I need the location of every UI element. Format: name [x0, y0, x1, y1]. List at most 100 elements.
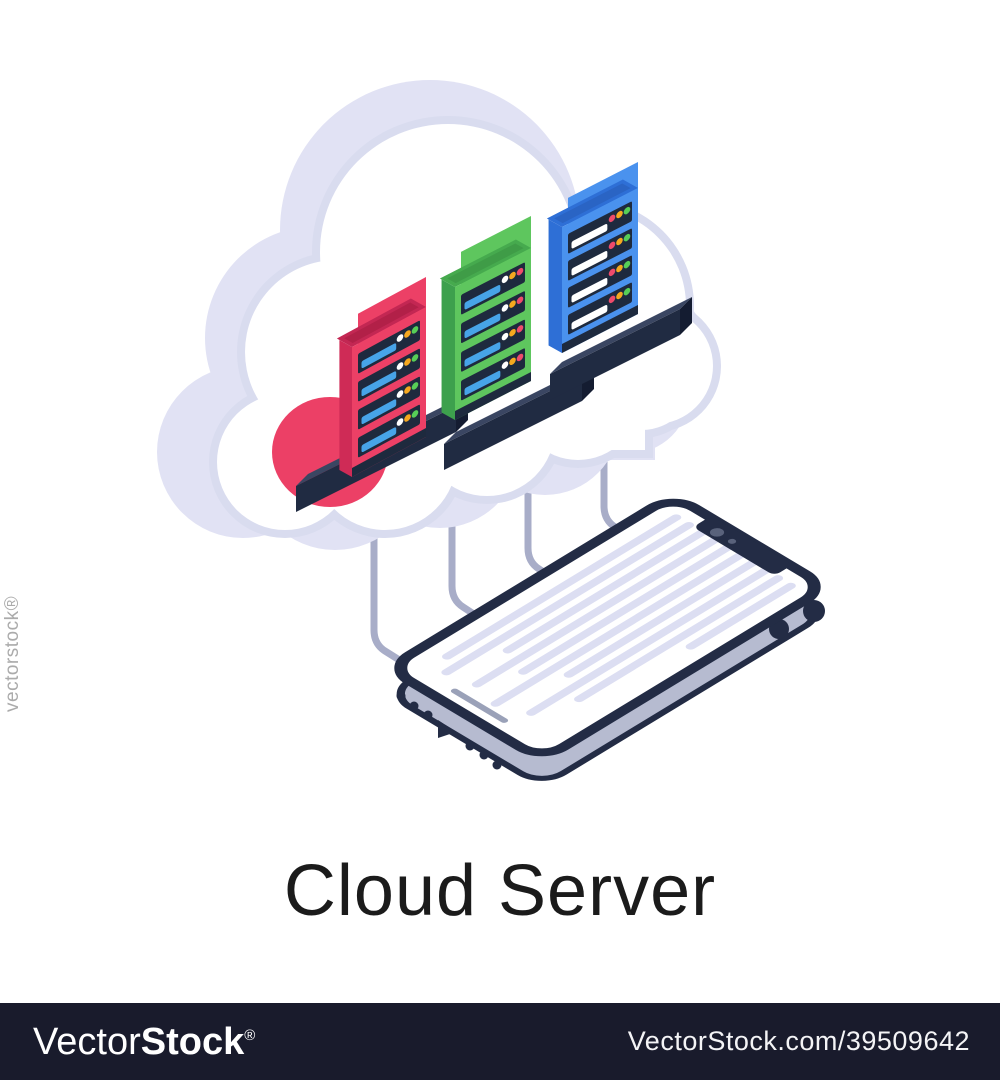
platform-end [680, 297, 692, 335]
slot-led-icon [411, 382, 419, 390]
wire-3 [524, 461, 595, 607]
wire-1 [370, 516, 459, 699]
blue-server-platform [550, 297, 692, 400]
platform-front [550, 309, 680, 400]
server-bottom-trim [455, 372, 531, 420]
footer-bar: VectorStock® VectorStock.com/39509642 [0, 1003, 1000, 1080]
screen-text-line [441, 521, 695, 676]
server-bottom-trim [562, 305, 638, 353]
server-side-face [441, 279, 455, 420]
slot-led-icon [616, 264, 623, 273]
slot-drive-bar [571, 224, 608, 249]
red-server-slots [358, 320, 420, 458]
charging-port [438, 720, 456, 738]
slot-drive-bar [571, 278, 608, 303]
slot-led-icon [616, 291, 623, 300]
slot-led-icon [396, 334, 404, 342]
server-side-face [548, 219, 562, 353]
power-button [803, 600, 825, 622]
slot-drive-bar [464, 285, 501, 310]
blue-server-slots [568, 201, 632, 335]
slot-led-icon [404, 414, 411, 422]
logo-bold: Stock [140, 1020, 245, 1063]
slot-led-icon [396, 390, 404, 398]
phone-screen-lines [441, 514, 796, 716]
slot-led-icon [509, 357, 516, 366]
platform-front [444, 375, 582, 470]
slot-led-icon [411, 354, 419, 362]
slot-led-icon [608, 214, 616, 223]
slot-drive-bar [361, 371, 397, 397]
slot-led-icon [404, 330, 411, 338]
screen-text-line [442, 514, 682, 660]
slot-led-icon [623, 206, 631, 215]
wire-2 [448, 496, 525, 649]
slot-led-icon [509, 328, 516, 337]
server-top-recess [447, 243, 524, 284]
logo-thin: Vector [33, 1020, 141, 1063]
slot-led-icon [516, 296, 524, 304]
server-side-face [339, 339, 352, 477]
camera-icon [709, 528, 725, 537]
slot-led-icon [501, 361, 509, 369]
slot-drive-bar [361, 399, 397, 425]
slot-led-icon [623, 287, 631, 296]
slot-led-icon [516, 325, 524, 333]
port-hole [479, 750, 489, 760]
red-server [336, 276, 426, 477]
slot-led-icon [411, 410, 419, 418]
port-hole [465, 741, 475, 751]
slot-drive-bar [571, 251, 608, 276]
platform-top [550, 297, 692, 374]
swipe-bar [450, 688, 509, 723]
phone-ports [396, 691, 502, 770]
slot-drive-bar [571, 305, 608, 330]
screen-text-line [526, 567, 771, 716]
slot-drive-bar [361, 427, 397, 453]
screen-text-line [574, 575, 784, 703]
slot-led-icon [411, 326, 419, 334]
slot-drive-bar [361, 343, 397, 369]
footer-url: VectorStock.com/39509642 [627, 1026, 970, 1056]
slot-led-icon [623, 233, 631, 242]
slot-led-icon [509, 271, 516, 280]
screen-text-line [563, 559, 758, 678]
slot-led-icon [501, 332, 509, 341]
slot-drive-bar [464, 370, 501, 396]
green-server-slots [461, 262, 525, 401]
port-hole [492, 760, 502, 770]
port-hole [396, 691, 406, 701]
screen-text-line [490, 552, 745, 707]
slot-led-icon [516, 267, 524, 276]
slot-led-icon [396, 362, 404, 370]
slot-led-icon [608, 241, 616, 250]
vectorstock-logo: VectorStock® [33, 1023, 255, 1061]
smartphone [394, 498, 825, 781]
slot-led-icon [404, 386, 411, 394]
logo-registered-icon: ® [244, 1026, 256, 1044]
screen-text-line [502, 529, 707, 654]
slot-led-icon [616, 237, 623, 246]
slot-led-icon [396, 418, 404, 426]
server-bottom-trim [352, 427, 426, 477]
slot-led-icon [501, 275, 509, 284]
slot-led-icon [608, 268, 616, 277]
slot-led-icon [404, 358, 411, 366]
green-server [439, 216, 531, 420]
server-top-recess [344, 302, 419, 343]
port-hole [409, 701, 419, 711]
slot-drive-bar [464, 313, 501, 338]
slot-led-icon [501, 304, 509, 312]
side-watermark: vectorstock® [2, 595, 23, 712]
server-top-recess [554, 183, 631, 224]
screen-text-line [685, 582, 796, 650]
slot-led-icon [608, 295, 616, 304]
slot-led-icon [516, 353, 524, 362]
camera-dot-icon [727, 538, 737, 544]
slot-led-icon [616, 210, 623, 219]
page-title: Cloud Server [283, 851, 717, 931]
slot-led-icon [623, 260, 631, 269]
screen-text-line [518, 544, 733, 675]
